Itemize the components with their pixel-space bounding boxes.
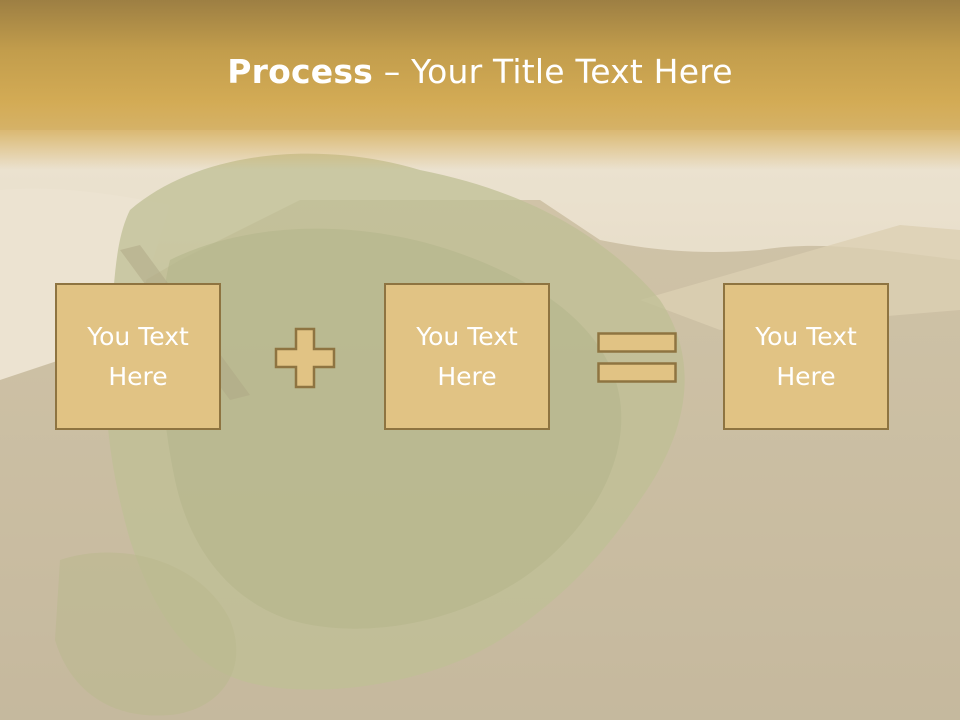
title-bold-part: Process bbox=[227, 52, 374, 91]
process-box-3[interactable]: You Text Here bbox=[723, 283, 889, 430]
title-band bbox=[0, 0, 960, 170]
equals-icon bbox=[597, 332, 677, 383]
slide-title[interactable]: Process – Your Title Text Here bbox=[0, 52, 960, 91]
title-rest-part: – Your Title Text Here bbox=[373, 52, 733, 91]
plus-icon bbox=[274, 327, 336, 389]
process-box-2[interactable]: You Text Here bbox=[384, 283, 550, 430]
process-box-1[interactable]: You Text Here bbox=[55, 283, 221, 430]
